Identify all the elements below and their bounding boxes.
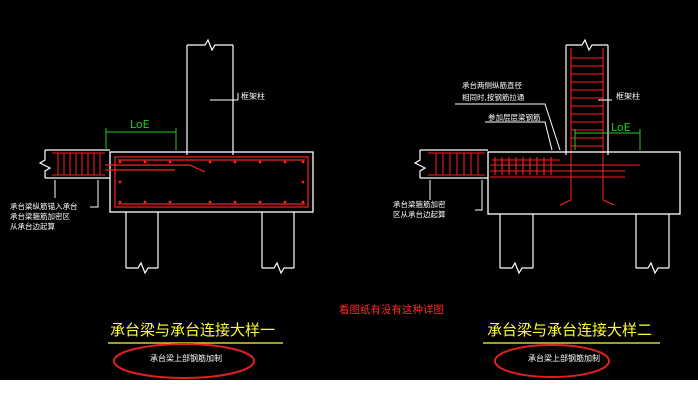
left-title: 承台梁与承台连接大样一 — [110, 321, 275, 339]
bottom-white-strip — [0, 380, 698, 411]
right-title: 承台梁与承台连接大样二 — [487, 321, 652, 339]
left-loe-label: LoE — [130, 118, 150, 131]
right-beam-stirrups — [428, 152, 485, 176]
center-annotation: 看图纸有没有这种详图 — [339, 303, 444, 316]
right-cap-rebar — [490, 157, 640, 178]
right-column-label: 框架柱 — [616, 91, 640, 101]
left-note-line-2: 承台梁箍筋加密区 — [10, 211, 70, 221]
right-column-rebar — [559, 48, 615, 206]
drawing-background — [0, 0, 698, 380]
left-loe-dimension — [105, 128, 177, 150]
right-loe-label: LoE — [611, 121, 631, 134]
left-beam-stirrups — [52, 152, 105, 176]
right-detail: 框架柱 — [393, 38, 681, 378]
right-subtitle: 承台梁上部钢筋加制 — [528, 353, 600, 363]
left-detail: 框架柱 — [10, 38, 314, 379]
left-pile-cap — [109, 151, 314, 213]
right-note-top-line-2: 相同时,按钢筋拉通 — [462, 92, 525, 102]
right-loe-dimension — [574, 129, 641, 150]
left-cap-rebar — [105, 156, 309, 208]
left-beam — [38, 149, 110, 179]
left-column-label: 框架柱 — [241, 91, 265, 101]
left-note-line-1: 承台梁纵筋锚入承台 — [10, 201, 78, 211]
right-note-top-line-1: 承台两侧纵筋直径 — [462, 80, 522, 90]
right-note-mid: 参加层层梁钢筋 — [488, 112, 541, 122]
right-highlight-ellipse — [494, 344, 610, 378]
left-cap-bar-dots — [118, 160, 305, 204]
right-note-line-1: 承台梁箍筋加密 — [393, 199, 446, 209]
right-piles — [499, 214, 670, 275]
right-note-line-2: 区从承台边起算 — [393, 209, 446, 219]
left-piles — [125, 212, 295, 275]
right-pile-cap — [487, 151, 681, 215]
left-note-line-3: 从承台边起算 — [10, 221, 55, 231]
right-beam — [413, 149, 488, 179]
left-subtitle: 承台梁上部钢筋加制 — [150, 353, 222, 363]
left-highlight-ellipse — [113, 343, 255, 379]
